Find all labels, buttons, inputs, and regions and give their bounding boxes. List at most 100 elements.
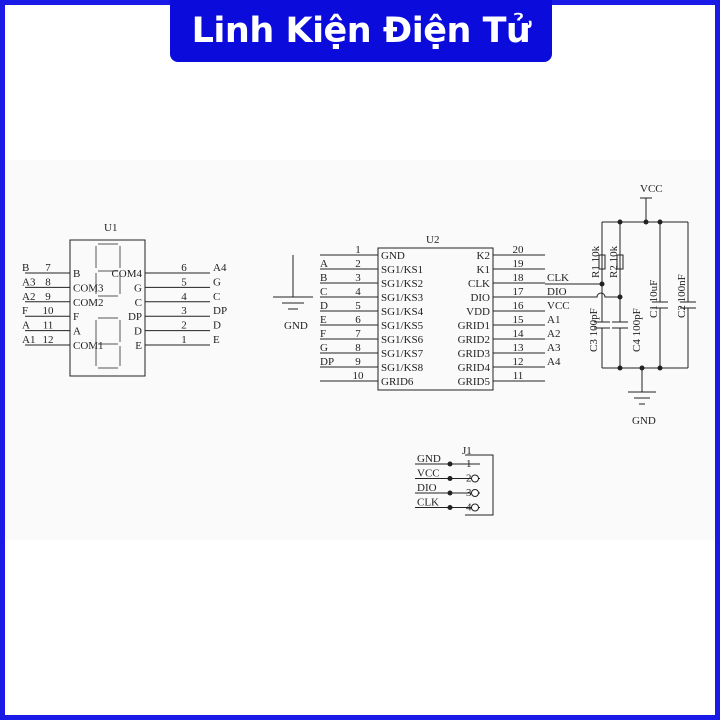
- u2-right-pin-number: 17: [513, 286, 525, 298]
- u2-right-pin-name: K2: [477, 250, 490, 262]
- u1-right-pin-number: 6: [181, 262, 187, 274]
- u1-left-pin-name: F: [73, 311, 79, 323]
- u1-right-pin-number: 5: [181, 276, 187, 288]
- u2-right-pin-number: 19: [513, 258, 525, 270]
- u2-left-pin-number: 10: [353, 370, 365, 382]
- u1-right-net-label: C: [213, 291, 220, 303]
- u2-right-pin-name: GRID3: [458, 348, 491, 360]
- u2-left-pin-number: 3: [355, 272, 361, 284]
- u1-left-net-label: A3: [22, 276, 36, 288]
- j1-net-label: GND: [417, 453, 441, 465]
- u2-right-pin-number: 13: [513, 342, 525, 354]
- u1-right-net-label: G: [213, 276, 221, 288]
- u2-right-pin-number: 12: [513, 356, 524, 368]
- u2-left-pin-name: SG1/KS6: [381, 334, 424, 346]
- resistor-r1: [598, 254, 606, 270]
- u1-body: [69, 239, 146, 377]
- schematic-background: [5, 160, 715, 540]
- j1-junction-dot: [447, 490, 453, 496]
- u2-right-pin-name: GRID2: [458, 334, 490, 346]
- c1-label: C1 10uF: [648, 280, 660, 318]
- u2-left-pin-name: GRID6: [381, 376, 414, 388]
- j1-pin-socket-icon: [471, 489, 479, 497]
- u2-right-pin-number: 20: [513, 244, 525, 256]
- j1-junction-dot: [447, 461, 453, 467]
- j1-pin-number: 4: [466, 502, 472, 514]
- u2-right-net-label: A1: [547, 314, 560, 326]
- u2-right-pin-number: 14: [513, 328, 525, 340]
- brand-banner: Linh Kiện Điện Tử 35: [170, 0, 552, 113]
- u2-left-pin-name: SG1/KS2: [381, 278, 423, 290]
- u1-left-pin-name: B: [73, 268, 80, 280]
- u1-left-pin-name: COM3: [73, 282, 104, 294]
- u2-right-net-label: A4: [547, 356, 561, 368]
- u2-left-net-label: C: [320, 286, 327, 298]
- u1-right-net-label: E: [213, 334, 220, 346]
- u2-left-net-label: F: [320, 328, 326, 340]
- u2-left-pin-number: 2: [355, 258, 361, 270]
- r1-label: R1 10k: [590, 245, 602, 278]
- resistor-r2: [616, 254, 624, 270]
- j1-pin-number: 1: [466, 458, 472, 470]
- u1-right-net-label: D: [213, 320, 221, 332]
- u1-right-pin-number: 2: [181, 320, 187, 332]
- u1-left-net-label: A: [22, 320, 30, 332]
- u2-right-pin-name: CLK: [468, 278, 490, 290]
- u2-left-pin-name: SG1/KS1: [381, 264, 423, 276]
- u2-left-net-label: E: [320, 314, 327, 326]
- u1-left-pin-number: 9: [45, 291, 51, 303]
- c2-label: C2 100nF: [676, 274, 688, 318]
- u1-left-pin-name: COM1: [73, 340, 104, 352]
- u2-left-net-label: A: [320, 258, 328, 270]
- j1-ref: J1: [462, 445, 472, 457]
- u2-right-net-label: A3: [547, 342, 561, 354]
- u2-left-pin-name: SG1/KS7: [381, 348, 424, 360]
- gnd-label: GND: [632, 415, 656, 427]
- u2-right-pin-name: VDD: [466, 306, 490, 318]
- j1-pin-number: 3: [466, 487, 472, 499]
- u2-right-pin-number: 11: [513, 370, 524, 382]
- j1-junction-dot: [447, 476, 453, 481]
- j1-pin-number: 2: [466, 473, 472, 485]
- u1-left-pin-number: 11: [43, 320, 54, 332]
- u2-left-net-label: G: [320, 342, 328, 354]
- u1-right-pin-name: DP: [128, 311, 142, 323]
- j1-body: [465, 454, 494, 516]
- u1-right-pin-name: E: [135, 340, 142, 352]
- u2-left-pin-number: 1: [355, 244, 361, 256]
- u1-left-pin-name: COM2: [73, 297, 104, 309]
- u1-left-pin-number: 12: [43, 334, 54, 346]
- u1-left-pin-number: 7: [45, 262, 51, 274]
- u2-right-net-label: A2: [547, 328, 560, 340]
- u1-left-net-label: A2: [22, 291, 35, 303]
- j1-net-label: VCC: [417, 468, 440, 480]
- u2-right-pin-name: DIO: [470, 292, 490, 304]
- u1-right-pin-name: D: [134, 326, 142, 338]
- u2-right-pin-number: 18: [513, 272, 525, 284]
- j1-pin-socket-icon: [471, 503, 479, 512]
- j1-net-label: DIO: [417, 482, 437, 494]
- u2-left-pin-number: 7: [355, 328, 361, 340]
- u1-right-net-label: A4: [213, 262, 227, 274]
- u2-right-pin-number: 16: [513, 300, 525, 312]
- u1-left-net-label: B: [22, 262, 29, 274]
- seven-segment-digits-icon: [95, 243, 121, 369]
- u2-left-pin-number: 4: [355, 286, 361, 298]
- u2-right-pin-name: GRID5: [458, 376, 491, 388]
- u1-left-pin-number: 10: [43, 305, 55, 317]
- u2-right-net-label: CLK: [547, 272, 569, 284]
- u2-left-pin-name: SG1/KS3: [381, 292, 424, 304]
- u2-right-pin-name: GRID4: [458, 362, 491, 374]
- u2-left-pin-name: SG1/KS5: [381, 320, 424, 332]
- u2-right-pin-name: K1: [477, 264, 490, 276]
- c4-label: C4 100pF: [631, 308, 643, 352]
- vcc-label: VCC: [640, 183, 663, 195]
- j1-net-label: CLK: [417, 497, 439, 509]
- u1-right-pin-number: 3: [181, 305, 187, 317]
- u2-left-pin-name: GND: [381, 250, 405, 262]
- u2-right-pin-name: GRID1: [458, 320, 490, 332]
- u2-right-pin-number: 15: [513, 314, 525, 326]
- u2-body: [377, 247, 494, 391]
- u1-right-pin-number: 4: [181, 291, 187, 303]
